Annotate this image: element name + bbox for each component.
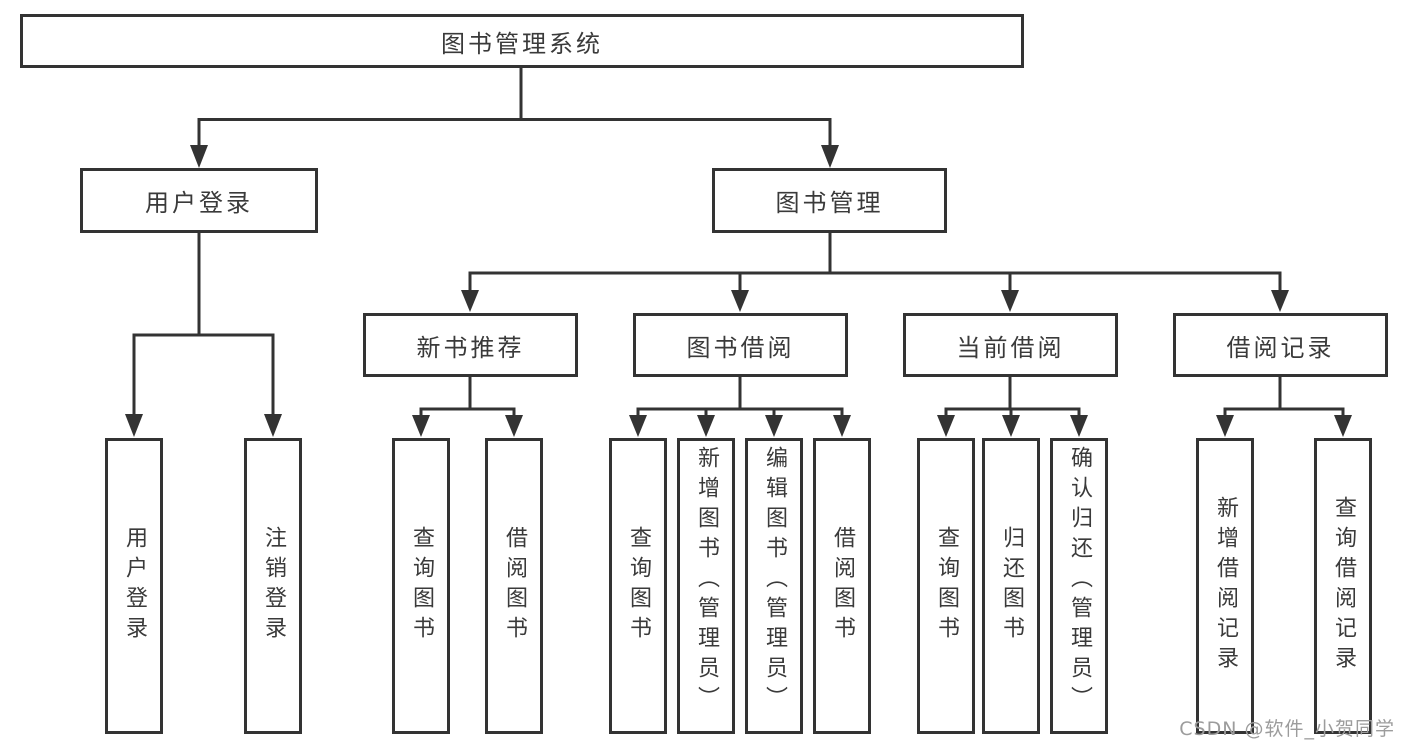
- leaf-query-books-current: 查询图书: [917, 438, 975, 734]
- leaf-logout-label: 注销登录: [261, 526, 286, 646]
- csdn-watermark: CSDN @软件_小贺同学: [1179, 718, 1395, 740]
- node-borrow-record-label: 借阅记录: [1226, 333, 1335, 362]
- node-book-management-label: 图书管理: [775, 189, 884, 217]
- leaf-edit-books-admin-label: 编辑图书（管理员）: [762, 446, 787, 716]
- leaf-add-borrow-record: 新增借阅记录: [1196, 438, 1254, 734]
- leaf-borrow-books-recommend: 借阅图书: [485, 438, 543, 734]
- leaf-query-books-recommend-label: 查询图书: [409, 526, 434, 646]
- connector-recommend-to-leaves: [412, 377, 523, 437]
- connector-current-to-leaves: [937, 377, 1088, 437]
- connector-borrow-to-leaves: [629, 377, 851, 437]
- leaf-query-borrow-record-label: 查询借阅记录: [1331, 496, 1356, 676]
- leaf-query-books-recommend: 查询图书: [392, 438, 450, 734]
- connector-mgmt-to-level3: [461, 233, 1289, 312]
- leaf-return-books-label: 归还图书: [999, 526, 1024, 646]
- leaf-borrow-books: 借阅图书: [813, 438, 871, 734]
- leaf-query-books-current-label: 查询图书: [934, 526, 959, 646]
- connector-record-to-leaves: [1216, 377, 1352, 437]
- connector-root-to-level2: [190, 68, 839, 168]
- leaf-query-books-borrow-label: 查询图书: [626, 526, 651, 646]
- leaf-add-borrow-record-label: 新增借阅记录: [1213, 496, 1238, 676]
- leaf-query-borrow-record: 查询借阅记录: [1314, 438, 1372, 734]
- leaf-add-books-admin: 新增图书（管理员）: [677, 438, 735, 734]
- leaf-add-books-admin-label: 新增图书（管理员）: [694, 446, 719, 716]
- leaf-borrow-books-label: 借阅图书: [830, 526, 855, 646]
- node-user-login-label: 用户登录: [145, 189, 253, 217]
- node-root-label: 图书管理系统: [441, 29, 603, 58]
- node-book-borrow-label: 图书借阅: [686, 333, 795, 362]
- node-new-book-recommend: 新书推荐: [363, 313, 578, 377]
- leaf-user-login-label: 用户登录: [122, 526, 147, 646]
- connector-login-to-leaves: [125, 233, 282, 437]
- leaf-borrow-books-recommend-label: 借阅图书: [502, 526, 527, 646]
- leaf-confirm-return-admin-label: 确认归还（管理员）: [1067, 446, 1092, 716]
- leaf-return-books: 归还图书: [982, 438, 1040, 734]
- leaf-user-login: 用户登录: [105, 438, 163, 734]
- leaf-confirm-return-admin: 确认归还（管理员）: [1050, 438, 1108, 734]
- leaf-query-books-borrow: 查询图书: [609, 438, 667, 734]
- node-user-login: 用户登录: [80, 168, 318, 233]
- node-borrow-record: 借阅记录: [1173, 313, 1388, 377]
- node-book-borrow: 图书借阅: [633, 313, 848, 377]
- leaf-edit-books-admin: 编辑图书（管理员）: [745, 438, 803, 734]
- node-current-borrow-label: 当前借阅: [956, 333, 1065, 362]
- node-book-management: 图书管理: [712, 168, 947, 233]
- node-root: 图书管理系统: [20, 14, 1024, 68]
- leaf-logout: 注销登录: [244, 438, 302, 734]
- node-current-borrow: 当前借阅: [903, 313, 1118, 377]
- node-new-book-recommend-label: 新书推荐: [416, 333, 525, 362]
